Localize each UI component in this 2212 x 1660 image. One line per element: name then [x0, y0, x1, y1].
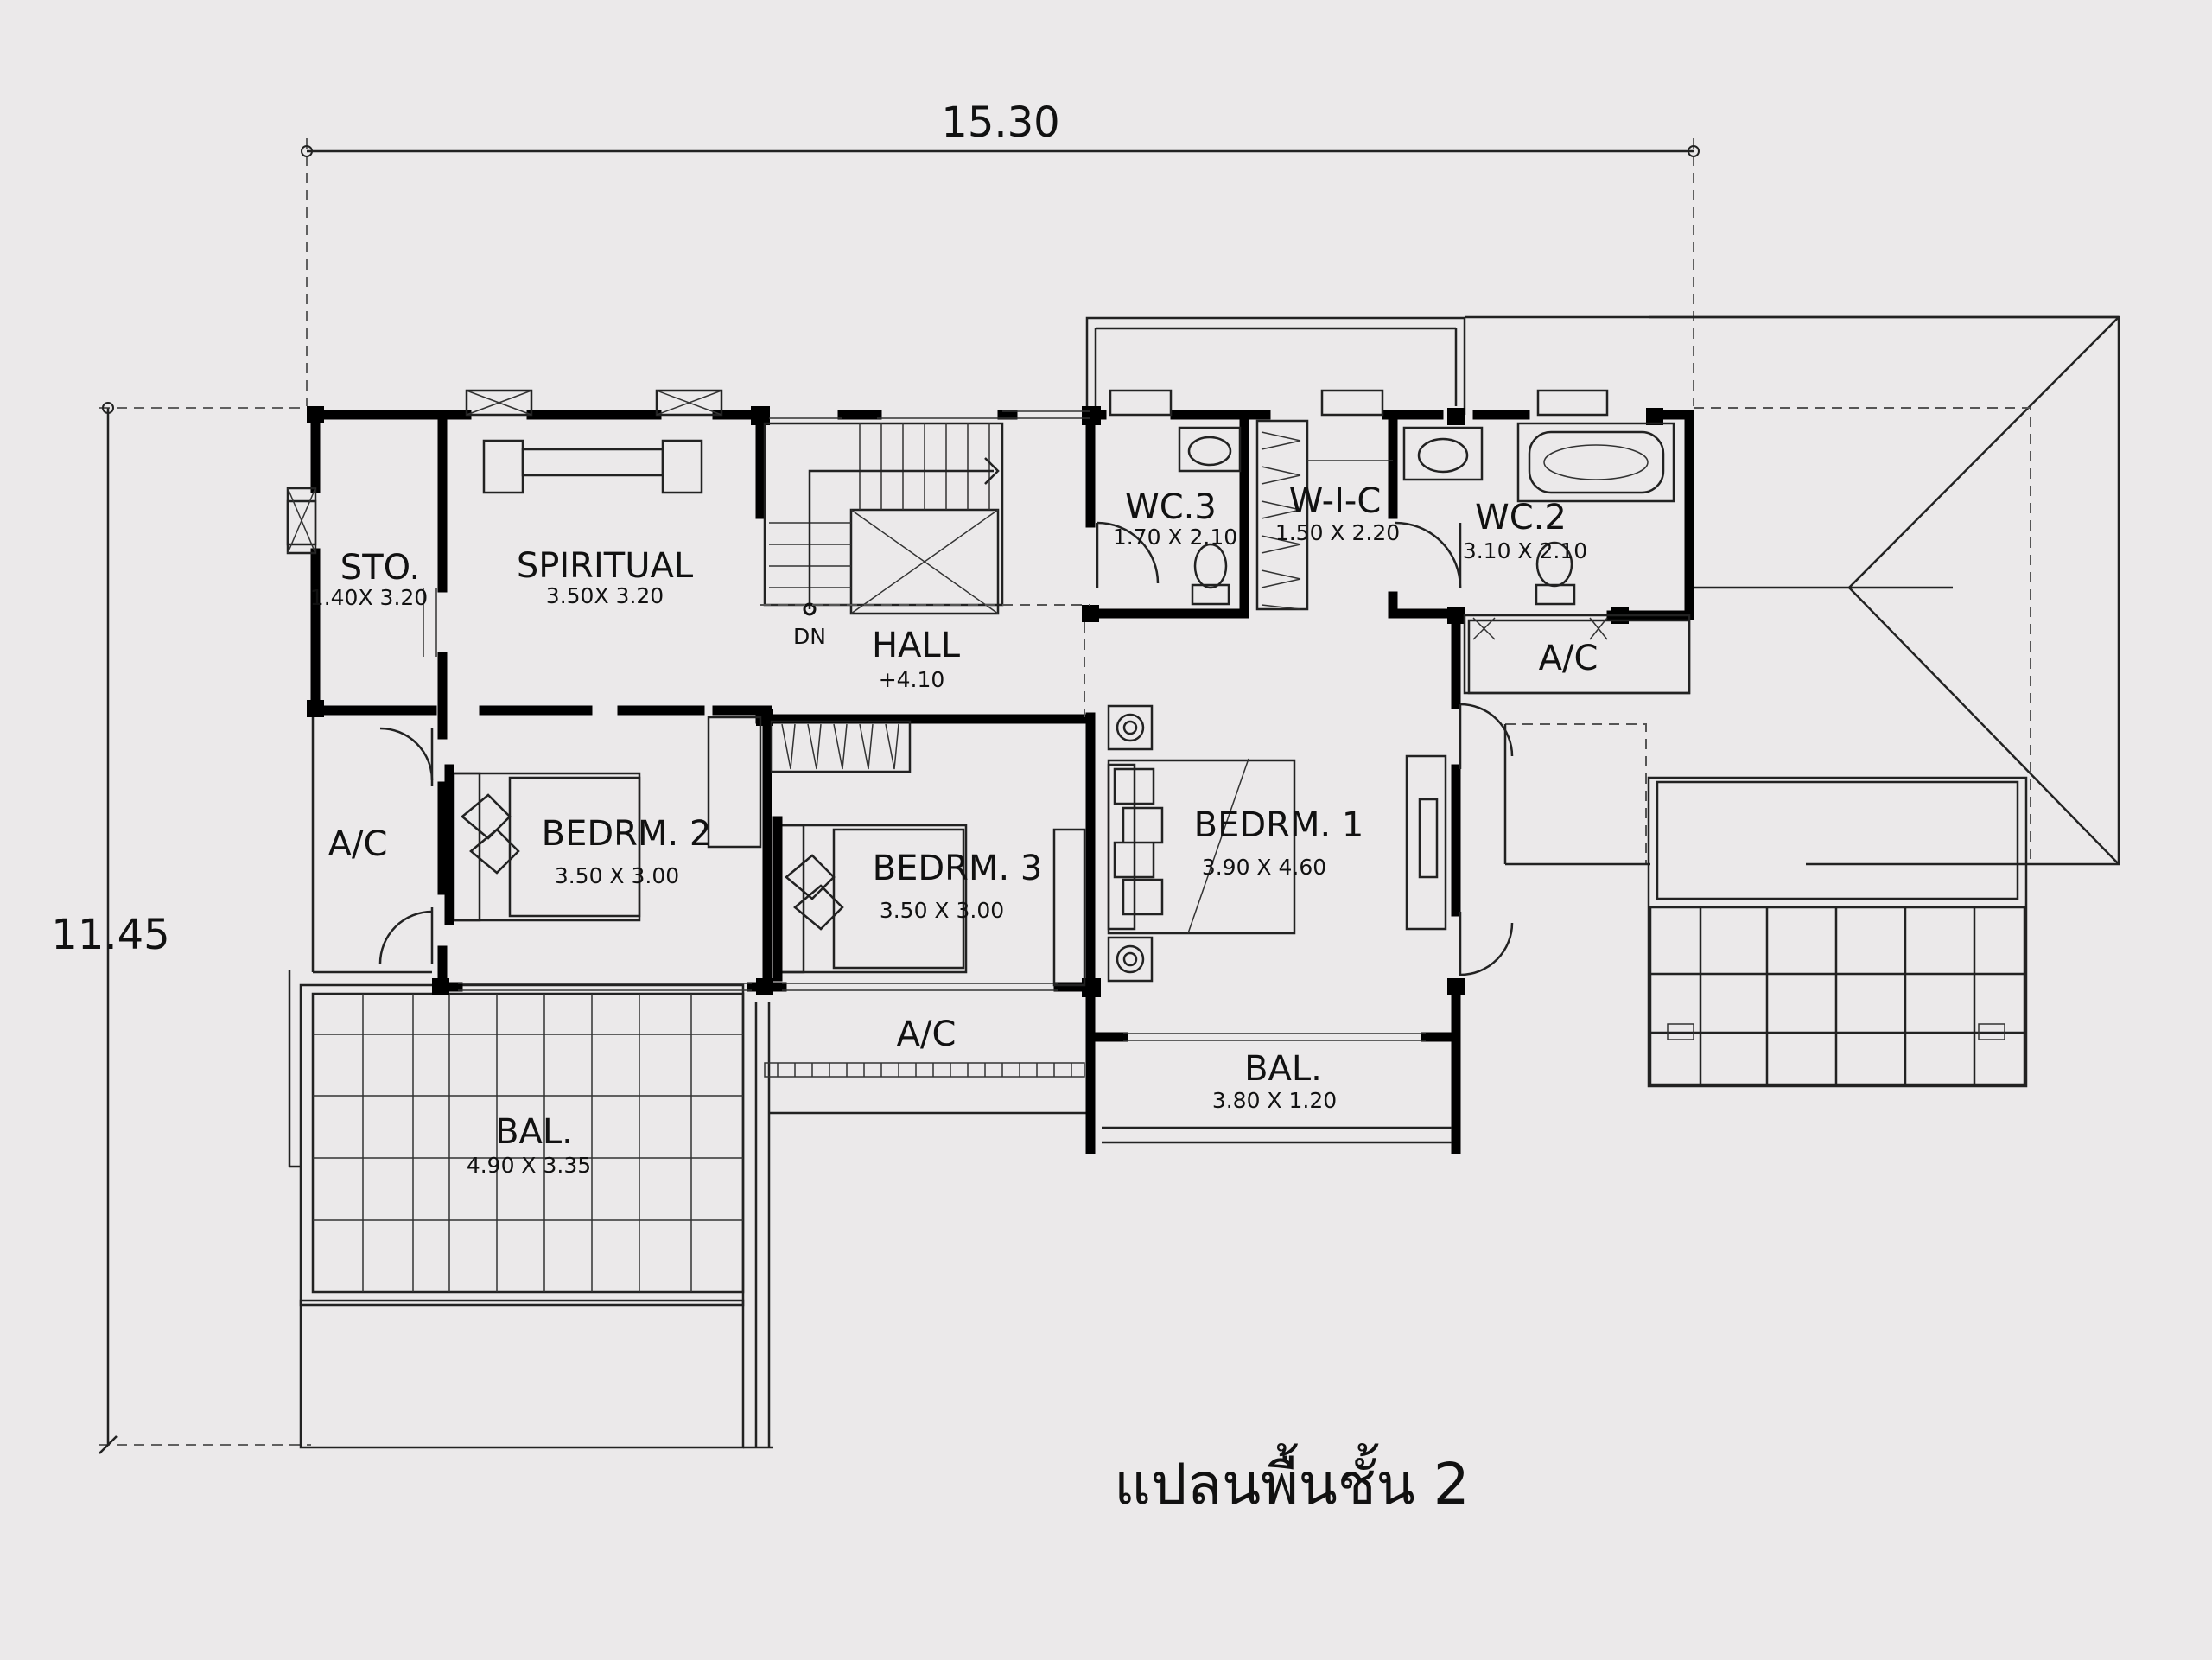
wc3-fixtures: [1096, 426, 1242, 606]
carport-grid: [1647, 776, 2028, 1088]
hall-label: HALL: [872, 626, 961, 665]
wc2-fixtures: [1395, 422, 1675, 606]
bedrm2-furniture: [378, 716, 762, 964]
plan-caption: แปลนพื้นชั้น 2: [1114, 1443, 1470, 1517]
windows: [286, 389, 1609, 1041]
small-balcony: [1085, 1032, 1461, 1154]
wc2-label: WC.2: [1475, 498, 1567, 537]
walls: [310, 410, 1694, 1154]
altar: [423, 439, 703, 657]
sto-size: 1.40X 3.20: [310, 585, 428, 610]
bedrm3-furniture: [444, 764, 1086, 987]
bedrm2-label: BEDRM. 2: [542, 814, 712, 854]
width-dimension-text: 15.30: [941, 99, 1059, 147]
height-dimension-text: 11.45: [51, 911, 169, 959]
ac-right-label: A/C: [1539, 639, 1599, 678]
wc3-size: 1.70 X 2.10: [1113, 525, 1237, 550]
bedrm3-size: 3.50 X 3.00: [880, 898, 1004, 923]
bedrm1-furniture: [1107, 703, 1514, 983]
closets: [770, 419, 1393, 773]
bedrm1-label: BEDRM. 1: [1194, 805, 1364, 845]
ac-middle-strip: [764, 1062, 1090, 1115]
ac-right-pad: [1463, 614, 1691, 695]
stair-dn-label: DN: [793, 624, 826, 649]
staircase: [760, 422, 1090, 717]
height-dimension: 11.45: [51, 402, 311, 1454]
spiritual-label: SPIRITUAL: [517, 546, 694, 586]
bedrm1-size: 3.90 X 4.60: [1202, 855, 1326, 880]
roof-outline: [1465, 315, 2120, 866]
spiritual-size: 3.50X 3.20: [546, 583, 664, 608]
wc3-label: WC.3: [1125, 487, 1217, 527]
ac-left-label: A/C: [328, 824, 388, 864]
columns: [307, 406, 1663, 997]
top-canopy: [1085, 316, 1466, 415]
wic-label: W-I-C: [1289, 481, 1382, 521]
big-balcony: [288, 970, 773, 1449]
bedrm3-label: BEDRM. 3: [873, 849, 1043, 888]
wic-size: 1.50 X 2.20: [1275, 520, 1400, 545]
wc2-size: 3.10 X 2.10: [1463, 538, 1587, 563]
hall-level: +4.10: [879, 667, 945, 692]
ac-middle-label: A/C: [897, 1014, 957, 1054]
width-dimension: 15.30: [301, 99, 1700, 406]
bal-big-size: 4.90 X 3.35: [467, 1153, 591, 1178]
bal-big-label: BAL.: [495, 1112, 573, 1152]
sto-label: STO.: [340, 548, 420, 588]
bedrm2-size: 3.50 X 3.00: [555, 863, 679, 888]
bal-small-size: 3.80 X 1.20: [1212, 1088, 1337, 1113]
bal-small-label: BAL.: [1244, 1049, 1322, 1089]
ac-left-pad: [311, 717, 432, 974]
